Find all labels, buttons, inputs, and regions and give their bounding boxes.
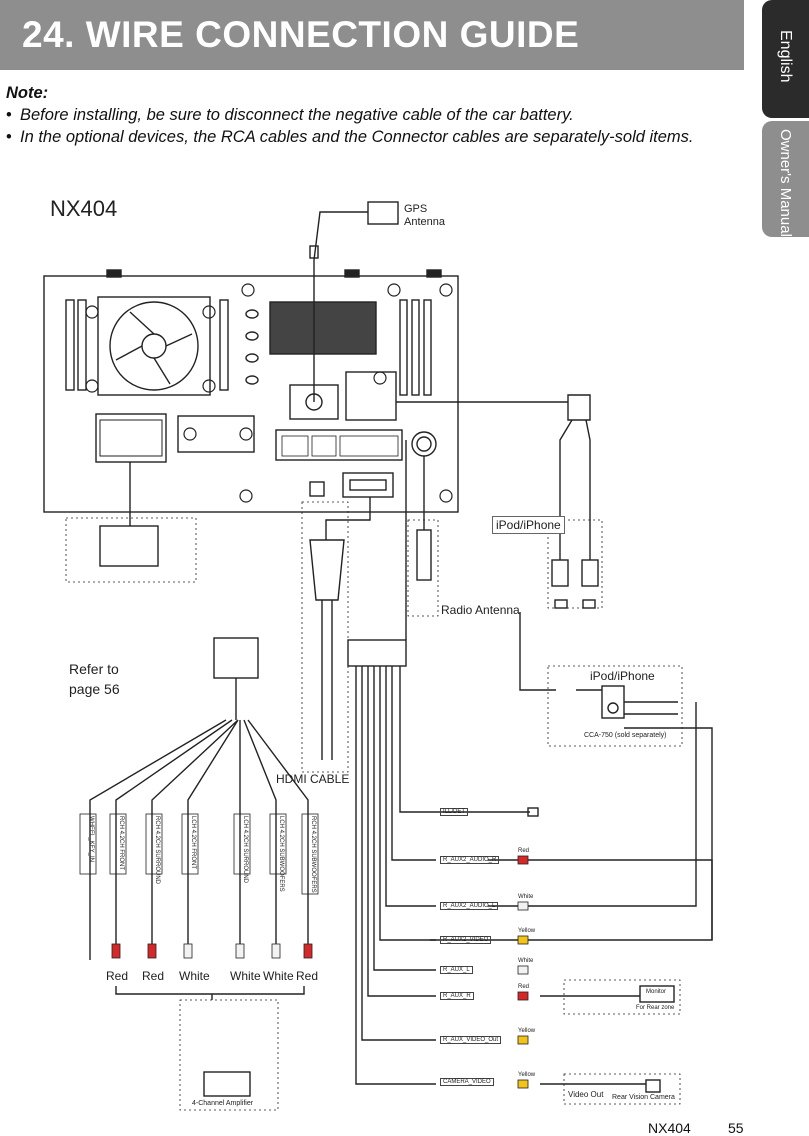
radio-antenna-label: Radio Antenna	[441, 603, 520, 617]
harness-color-label: Red	[518, 984, 530, 990]
ipod-cable-label: iPod/iPhone	[492, 516, 565, 534]
harness-color-label: Red	[518, 848, 530, 854]
title-bar: 24. WIRE CONNECTION GUIDE	[0, 0, 744, 70]
amplifier-box	[179, 999, 279, 1111]
plug-color-label: Red	[142, 969, 165, 983]
harness-label: R_AUX_R	[440, 992, 474, 1000]
note-block: Note: Before installing, be sure to disc…	[6, 82, 736, 148]
refer-to-label: Refer to page 56	[69, 661, 120, 697]
tab-owners-manual[interactable]: Owner's Manual	[762, 121, 809, 237]
harness-color-label: Yellow	[518, 928, 536, 934]
rca-label: RCH 4.2CH SUBWOOFERS	[310, 816, 316, 893]
multi-connector	[275, 429, 403, 461]
radio-jack	[411, 431, 437, 457]
rca-label: LCH 4.2CH SUBWOOFERS	[278, 816, 284, 892]
footer-model: NX404	[648, 1120, 691, 1136]
harness-label: R_AUX2_AUDIO_R	[440, 856, 500, 864]
power-connector	[95, 413, 167, 463]
harness-color-label: White	[518, 894, 534, 900]
cooling-fan	[97, 296, 211, 396]
plug-color-label: Red	[106, 969, 129, 983]
plug-color-label: White	[263, 969, 294, 983]
monitor-label: Monitor	[646, 989, 667, 995]
camera-label: Rear Vision Camera	[612, 1094, 675, 1101]
gps-antenna	[367, 201, 399, 225]
note-item: Before installing, be sure to disconnect…	[6, 104, 736, 126]
page-number: 55	[728, 1120, 744, 1136]
plug-color-label: White	[179, 969, 210, 983]
ipod-adapter-label: CCA-750 (sold separately)	[584, 732, 667, 739]
harness-color-label: Yellow	[518, 1072, 536, 1078]
rear-zone-label: For Rear zone	[636, 1005, 675, 1011]
harness-label: R_AUX2_AUDIO_L	[440, 902, 499, 910]
plug-color-label: Red	[296, 969, 319, 983]
hdmi-cable-label: HDMI CABLE	[276, 772, 350, 786]
note-item: In the optional devices, the RCA cables …	[6, 126, 736, 148]
harness-color-label: White	[518, 958, 534, 964]
rca-label: RCH 4.2CH SURROUND	[154, 816, 160, 885]
harness-label: R_AUX_L	[440, 966, 473, 974]
model-label: NX404	[50, 196, 118, 221]
head-unit-panel	[43, 275, 459, 513]
harness-label: CAMERA_VIDEO	[440, 1078, 494, 1086]
hdmi-port	[342, 472, 394, 498]
harness-label: R_AUX2_VIDEO	[440, 936, 492, 944]
gps-antenna-label: GPS Antenna	[404, 203, 445, 228]
ipod-device-label: iPod/iPhone	[590, 669, 655, 683]
rca-connector	[213, 637, 259, 679]
video-out-label: Video Out	[568, 1090, 604, 1099]
harness-label: R_AUX_VIDEO_Out	[440, 1036, 502, 1044]
rca-label: LCH 4.2CH SURROUND	[242, 816, 248, 884]
page-title: 24. WIRE CONNECTION GUIDE	[22, 14, 580, 55]
harness-connector	[347, 639, 407, 667]
plug-color-label: White	[230, 969, 261, 983]
harness-label: ILL/DET	[440, 808, 469, 816]
rca-label: WHEEL_KEY_IN	[88, 816, 94, 863]
amplifier-label: 4-Channel Amplifier	[192, 1100, 254, 1107]
tab-english[interactable]: English	[762, 0, 809, 118]
rca-label: LCH 4.2CH FRONT	[190, 816, 196, 870]
rca-label: RCH 4.2CH FRONT	[118, 816, 124, 871]
note-list: Before installing, be sure to disconnect…	[6, 104, 736, 148]
note-title: Note:	[6, 84, 49, 102]
harness-color-label: Yellow	[518, 1028, 536, 1034]
